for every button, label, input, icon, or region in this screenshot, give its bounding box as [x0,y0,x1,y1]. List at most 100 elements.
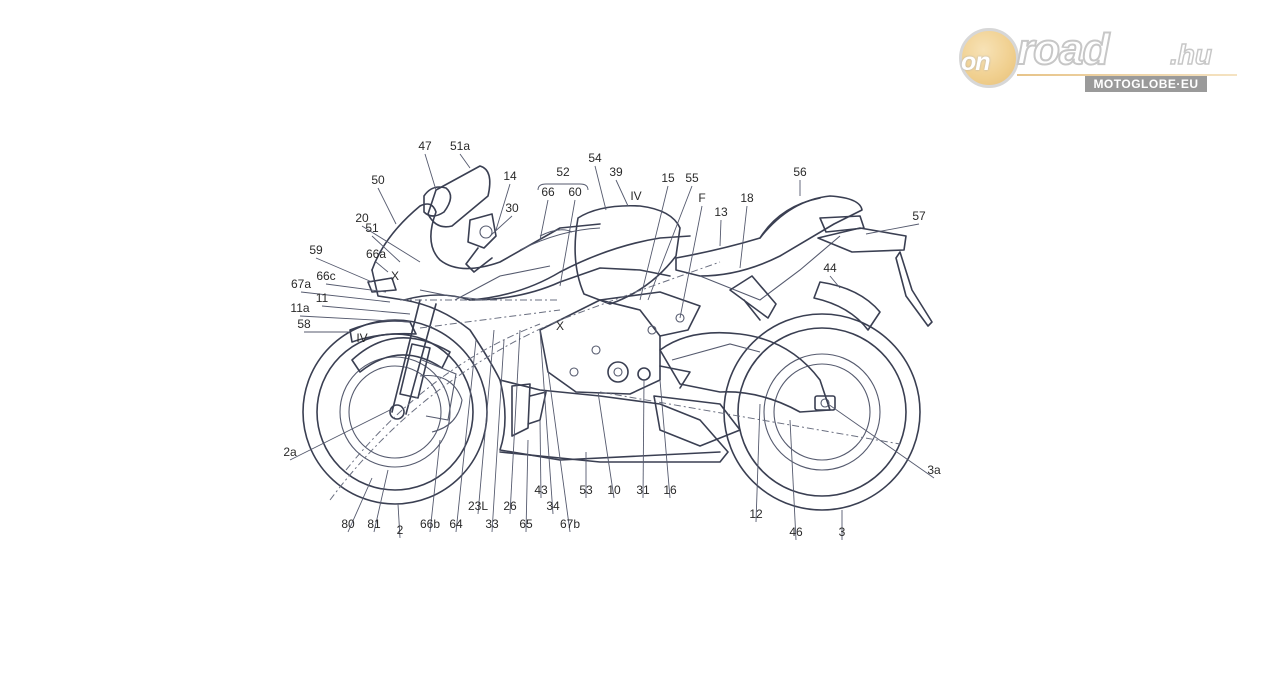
part-label: 51a [450,139,470,153]
leader-line [639,185,669,301]
rear-shock [729,275,777,321]
part-label: 44 [823,261,837,275]
part-label: 80 [341,517,355,531]
logo-prefix: on [961,48,991,76]
leader-line [547,369,571,533]
leader-line [397,503,401,539]
leader-line [525,439,529,533]
part-label: IV [356,331,367,345]
leader-line [827,403,935,479]
leader-line [559,199,576,287]
part-label: 16 [663,483,677,497]
leader-line [495,183,511,231]
leader-line [361,225,421,263]
side-vent [511,383,547,437]
part-label: 55 [685,171,699,185]
leader-line [373,469,389,533]
logo-name: road [1016,25,1110,74]
part-label: 2 [397,523,404,537]
leader-lines [289,153,935,541]
leader-line [755,403,761,523]
part-label: 54 [588,151,602,165]
leader-line [789,419,797,541]
part-label: 39 [609,165,623,179]
part-label: 31 [636,483,650,497]
part-label: 51 [365,221,379,235]
leader-line [429,439,441,533]
leader-line [375,261,389,273]
part-label: F [698,191,705,205]
leader-line [289,409,391,461]
leader-line [377,187,397,225]
leader-line [594,165,607,211]
part-label: 53 [579,483,593,497]
part-label: 11a [290,301,309,315]
leader-line [865,223,920,235]
part-label: 3a [927,463,941,477]
seat-and-tail [675,195,933,331]
leader-line [642,379,645,499]
leader-line [477,329,495,515]
leader-line [739,205,748,269]
part-label: IV [630,189,641,203]
part-label: 66b [420,517,440,531]
part-label: 26 [503,499,517,513]
front-fender [351,336,451,373]
part-label: 66a [366,247,386,261]
part-label: 34 [546,499,560,513]
label-bracket [537,183,589,191]
part-label: 65 [519,517,533,531]
onroad-logo: on road .hu MOTOGLOBE·EU [955,26,1255,96]
part-label: 13 [714,205,728,219]
leader-line [371,235,401,263]
logo-swoosh [1017,74,1237,76]
leader-line [325,283,387,293]
part-label: 10 [607,483,621,497]
part-label: 11 [316,291,329,305]
leader-line [491,339,505,533]
part-label: 50 [371,173,385,187]
rear-wheel [723,313,921,511]
part-label: 64 [449,517,463,531]
leader-line [489,215,513,237]
part-label: 18 [740,191,754,205]
part-label: 33 [485,517,499,531]
leader-line [347,477,373,533]
part-label: 67b [560,517,580,531]
handlebar [465,213,497,273]
front-fork [391,299,457,421]
leader-line [321,305,411,315]
front-brake [419,374,463,433]
part-label: 43 [534,483,548,497]
leader-line [459,153,471,169]
part-label: 58 [297,317,311,331]
leader-line [424,153,437,191]
leader-line [300,291,391,303]
part-label: 56 [793,165,807,179]
part-label: 66c [316,269,335,283]
part-label: 59 [309,243,323,257]
leader-line [539,199,549,241]
front-wheel [302,319,488,505]
part-label: 12 [749,507,763,521]
part-label: X [556,319,564,333]
leader-line [509,329,521,515]
leader-line [597,391,615,499]
part-label: 66 [541,185,555,199]
part-label: 81 [367,517,381,531]
part-label: 52 [556,165,570,179]
part-label: X [391,269,399,283]
logo-subtitle: MOTOGLOBE·EU [1085,76,1207,92]
leader-line [315,257,373,283]
leader-line [719,219,722,247]
logo-disc [959,28,1019,88]
part-label: 60 [568,185,582,199]
part-label: 46 [789,525,803,539]
leader-line [829,275,841,289]
part-label: 23L [468,499,488,513]
part-label: 67a [291,277,311,291]
side-fairing [349,235,721,461]
part-label: 20 [355,211,369,225]
